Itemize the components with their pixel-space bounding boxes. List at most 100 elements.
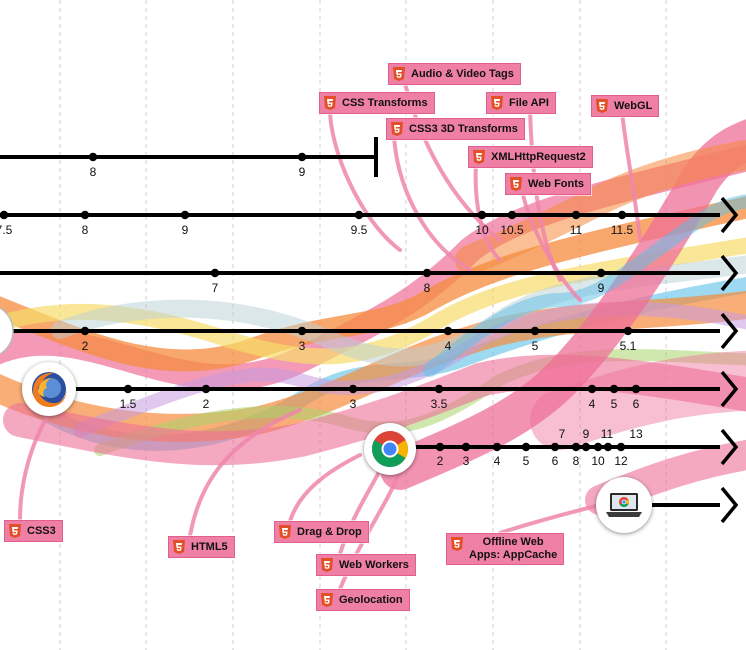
timeline-arrowhead bbox=[720, 486, 739, 524]
timeline-arrowhead bbox=[720, 428, 739, 466]
feature-label-text: File API bbox=[509, 96, 549, 109]
version-label: 2 bbox=[203, 397, 210, 411]
version-label: 9 bbox=[583, 427, 590, 441]
firefox-badge[interactable] bbox=[22, 362, 76, 416]
version-dot bbox=[631, 384, 641, 394]
html5-shield-icon bbox=[451, 537, 463, 551]
version-dot bbox=[354, 210, 364, 220]
feature-connector bbox=[188, 408, 302, 538]
feature-band bbox=[423, 194, 746, 377]
feature-connectors bbox=[18, 78, 642, 591]
version-dot bbox=[550, 442, 560, 452]
version-dot bbox=[88, 152, 98, 162]
timeline-arrowhead bbox=[720, 254, 739, 292]
version-label: 11 bbox=[570, 223, 583, 237]
version-dot bbox=[461, 442, 471, 452]
version-label: 11 bbox=[601, 427, 614, 441]
feature-label-text: CSS Transforms bbox=[342, 96, 428, 109]
version-dot bbox=[210, 268, 220, 278]
version-dot bbox=[521, 442, 531, 452]
feature-connector bbox=[338, 468, 382, 556]
html5-shield-icon bbox=[473, 150, 485, 164]
feature-file-api[interactable]: File API bbox=[486, 92, 556, 114]
version-label: 4 bbox=[445, 339, 452, 353]
version-dot bbox=[581, 442, 591, 452]
version-label: 13 bbox=[629, 427, 643, 441]
feature-geolocation[interactable]: Geolocation bbox=[316, 589, 410, 611]
version-label: 3 bbox=[299, 339, 306, 353]
version-dot bbox=[80, 326, 90, 336]
feature-offline-appcache[interactable]: Offline Web Apps: AppCache bbox=[446, 533, 565, 565]
chromebook-laptop-icon bbox=[606, 493, 642, 517]
version-label: 9 bbox=[182, 223, 189, 237]
feature-connector bbox=[328, 107, 402, 252]
version-dot bbox=[434, 384, 444, 394]
version-label: 3 bbox=[350, 397, 357, 411]
version-label: 7 bbox=[559, 427, 566, 441]
version-dot bbox=[297, 152, 307, 162]
feature-webgl[interactable]: WebGL bbox=[591, 95, 660, 117]
version-dot bbox=[623, 326, 633, 336]
timeline-arrowhead bbox=[720, 370, 739, 408]
html5-shield-icon bbox=[510, 177, 522, 191]
version-label: 6 bbox=[633, 397, 640, 411]
chrome-logo-icon bbox=[371, 431, 409, 468]
feature-label-text: Web Fonts bbox=[528, 177, 585, 190]
version-dot bbox=[435, 442, 445, 452]
version-label: 4 bbox=[494, 454, 501, 468]
feature-css-transforms[interactable]: CSS Transforms bbox=[319, 92, 435, 114]
version-label: 7 bbox=[212, 281, 219, 295]
version-label: 2 bbox=[82, 339, 89, 353]
version-dot bbox=[348, 384, 358, 394]
feature-label-text: CSS3 bbox=[27, 524, 56, 537]
version-dot bbox=[201, 384, 211, 394]
feature-css3-3d-transforms[interactable]: CSS3 3D Transforms bbox=[386, 118, 525, 140]
version-dot bbox=[80, 210, 90, 220]
version-dot bbox=[422, 268, 432, 278]
feature-label-text: Web Workers bbox=[339, 558, 409, 571]
version-label: 8 bbox=[82, 223, 89, 237]
html5-shield-icon bbox=[279, 525, 291, 539]
feature-web-fonts[interactable]: Web Fonts bbox=[505, 173, 592, 195]
version-dot bbox=[492, 442, 502, 452]
html5-shield-icon bbox=[491, 96, 503, 110]
version-label: 5 bbox=[523, 454, 530, 468]
version-dot bbox=[477, 210, 487, 220]
feature-audio-video-tags[interactable]: Audio & Video Tags bbox=[388, 63, 521, 85]
firefox-logo-icon bbox=[32, 372, 67, 407]
version-label: 8 bbox=[573, 454, 580, 468]
chromebook-badge[interactable] bbox=[596, 477, 652, 533]
feature-label-text: XMLHttpRequest2 bbox=[491, 150, 586, 163]
html5-shield-icon bbox=[391, 122, 403, 136]
version-label: 4 bbox=[589, 397, 596, 411]
html5-shield-icon bbox=[596, 99, 608, 113]
html5-shield-icon bbox=[9, 524, 21, 538]
feature-label-text: CSS3 3D Transforms bbox=[409, 122, 518, 135]
version-dot bbox=[571, 210, 581, 220]
html5-shield-icon bbox=[324, 96, 336, 110]
feature-label-text: Audio & Video Tags bbox=[411, 67, 514, 80]
html5-shield-icon bbox=[173, 540, 185, 554]
feature-xmlhttprequest2[interactable]: XMLHttpRequest2 bbox=[468, 146, 593, 168]
feature-connector bbox=[620, 110, 642, 242]
version-dot bbox=[180, 210, 190, 220]
version-dot bbox=[123, 384, 133, 394]
version-label: 12 bbox=[614, 454, 628, 468]
version-label: 11.5 bbox=[611, 223, 634, 237]
feature-css3[interactable]: CSS3 bbox=[4, 520, 63, 542]
version-dot bbox=[443, 326, 453, 336]
feature-label-text: HTML5 bbox=[191, 540, 228, 553]
feature-drag-drop[interactable]: Drag & Drop bbox=[274, 521, 369, 543]
feature-connector bbox=[498, 503, 602, 535]
version-label: 3 bbox=[463, 454, 470, 468]
version-dot bbox=[596, 268, 606, 278]
feature-band bbox=[94, 349, 746, 456]
chrome-badge[interactable] bbox=[364, 423, 416, 475]
version-label: 9.5 bbox=[351, 223, 368, 237]
feature-label-text: Offline Web Apps: AppCache bbox=[469, 536, 558, 561]
feature-html5[interactable]: HTML5 bbox=[168, 536, 235, 558]
version-dot bbox=[507, 210, 517, 220]
feature-web-workers[interactable]: Web Workers bbox=[316, 554, 416, 576]
html5-shield-icon bbox=[321, 558, 333, 572]
